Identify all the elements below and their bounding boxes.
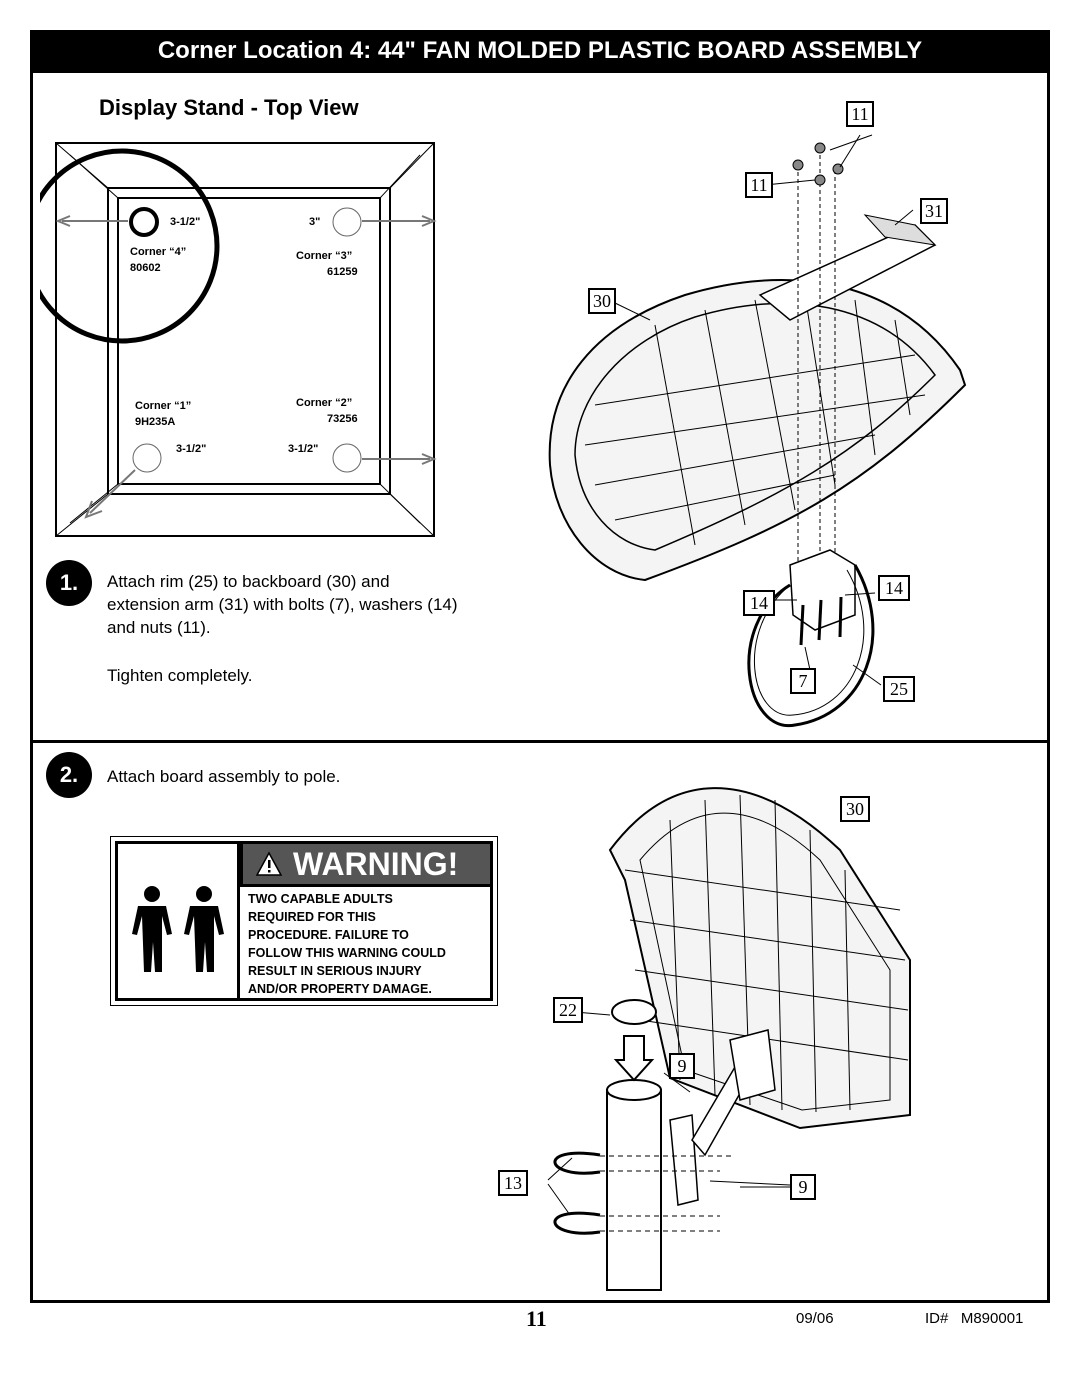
warning-line: PROCEDURE. FAILURE TO (248, 928, 409, 942)
corner3-code: 61259 (327, 266, 358, 278)
step1-number: 1. (46, 560, 92, 606)
callout-u-bolt: 13 (498, 1170, 528, 1196)
step1-line: extension arm (31) with bolts (7), washe… (107, 595, 458, 614)
callout-rim: 25 (883, 676, 915, 702)
step1-instructions: Attach rim (25) to backboard (30) and ex… (107, 570, 458, 639)
warning-inner: WARNING! TWO CAPABLE ADULTS REQUIRED FOR… (115, 841, 493, 1001)
callout-nut-mid: 11 (745, 172, 773, 198)
warning-box: WARNING! TWO CAPABLE ADULTS REQUIRED FOR… (110, 836, 498, 1006)
warning-line: AND/OR PROPERTY DAMAGE. (248, 982, 432, 996)
step2-panel (30, 740, 1050, 1303)
footer-date: 09/06 (796, 1310, 834, 1327)
step2-instructions: Attach board assembly to pole. (107, 767, 341, 786)
warning-header: WARNING! (240, 844, 490, 887)
corner4-code: 80602 (130, 262, 161, 274)
two-adults-icon (132, 886, 224, 972)
page-title: Corner Location 4: 44" FAN MOLDED PLASTI… (30, 30, 1050, 72)
callout-washer-left: 14 (743, 590, 775, 616)
pole-mount-illustration (547, 787, 911, 1291)
callout-extension-arm: 31 (920, 198, 948, 224)
callout-washer-right: 14 (878, 575, 910, 601)
step1-line: Attach rim (25) to backboard (30) and (107, 572, 390, 591)
corner4-name: Corner “4” (130, 246, 187, 258)
page-number: 11 (526, 1306, 547, 1331)
warning-line: FOLLOW THIS WARNING COULD (248, 946, 446, 960)
callout-nut-upper: 9 (669, 1053, 695, 1079)
step1-note: Tighten completely. (107, 666, 253, 685)
callout-backboard-2: 30 (840, 796, 870, 822)
callout-nut-top: 11 (846, 101, 874, 127)
footer-id: ID# M890001 (925, 1310, 1024, 1327)
corner2-code: 73256 (327, 413, 358, 425)
warning-text: TWO CAPABLE ADULTS REQUIRED FOR THIS PRO… (248, 890, 484, 998)
corner2-size: 3-1/2" (288, 443, 319, 455)
corner3-size: 3" (309, 216, 321, 228)
callout-bolt: 7 (790, 668, 816, 694)
callout-backboard: 30 (588, 288, 616, 314)
corner1-size: 3-1/2" (176, 443, 207, 455)
warning-line: TWO CAPABLE ADULTS (248, 892, 393, 906)
corner1-name: Corner “1” (135, 400, 192, 412)
corner2-name: Corner “2” (296, 397, 353, 409)
corner4-size: 3-1/2" (170, 216, 201, 228)
display-stand-diagram (40, 142, 437, 537)
callout-pole-cap: 22 (553, 997, 583, 1023)
warning-divider (237, 844, 240, 998)
callout-nut-lower: 9 (790, 1174, 816, 1200)
display-stand-title: Display Stand - Top View (99, 95, 359, 120)
warning-triangle-icon (255, 851, 283, 876)
warning-line: REQUIRED FOR THIS (248, 910, 376, 924)
warning-title: WARNING! (293, 845, 459, 882)
corner3-name: Corner “3” (296, 250, 353, 262)
step2-number: 2. (46, 752, 92, 798)
backboard-assembly-illustration (548, 134, 967, 728)
step1-line: and nuts (11). (107, 618, 211, 637)
warning-line: RESULT IN SERIOUS INJURY (248, 964, 422, 978)
corner1-code: 9H235A (135, 416, 176, 428)
